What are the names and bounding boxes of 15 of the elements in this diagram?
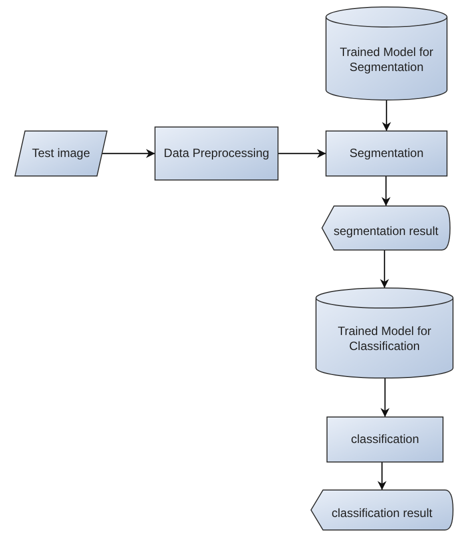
arrow [378,462,386,490]
arrow [102,149,155,158]
arrow [380,378,390,417]
arrow [278,149,326,158]
node-label: Trained Model for Segmentation [338,45,434,75]
node-label: segmentation result [332,224,440,238]
arrow [382,176,390,206]
node-label: Segmentation [348,146,425,161]
node-label: Data Preprocessing [162,146,270,161]
arrow [382,100,391,131]
arrow [380,250,389,288]
node-label: Test image [30,146,92,161]
node-label: classification [350,432,420,447]
node-label: Trained Model for Classification [336,324,432,354]
node-label: classification result [330,506,434,520]
